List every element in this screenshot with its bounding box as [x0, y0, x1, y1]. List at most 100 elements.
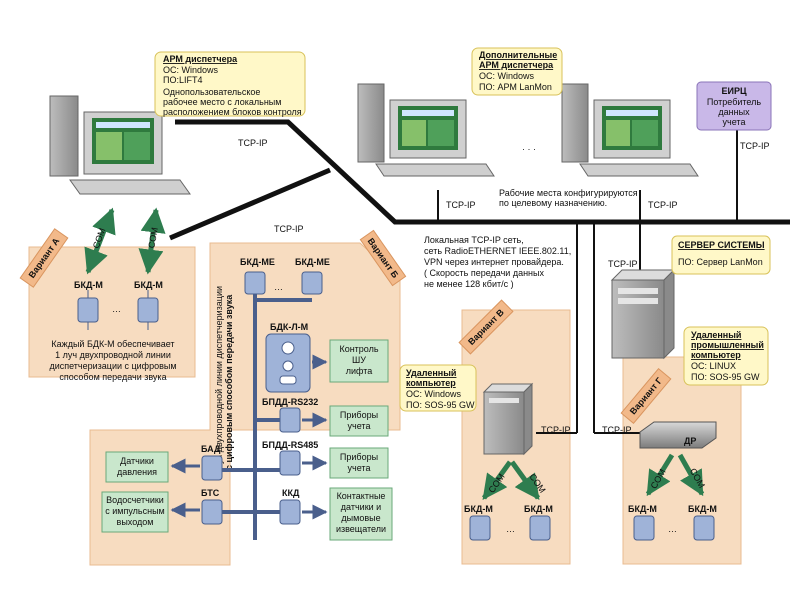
variant-a-bkdm-device-2	[137, 290, 159, 330]
svg-text:Приборы: Приборы	[340, 410, 378, 420]
svg-text:БПДД-RS232: БПДД-RS232	[262, 397, 318, 407]
variant-v-bkdm-device-2	[529, 515, 551, 541]
variant-a-description: Каждый БДК-М обеспечивает 1 луч двухпров…	[49, 339, 176, 382]
arm-dispatcher-desc-1: Однопользовательское	[163, 87, 260, 97]
dr-device: ДР	[639, 421, 717, 449]
variant-a-ellipsis: …	[112, 304, 121, 314]
bpdd-rs232-device	[279, 407, 301, 433]
svg-text:дымовые: дымовые	[341, 513, 380, 523]
remote-computer-note: Удаленный компьютер ОС: Windows ПО: SOS-…	[399, 364, 477, 412]
svg-text:промышленный: промышленный	[691, 340, 764, 350]
meters-box-1: Приборы учета	[329, 405, 389, 437]
dr-label: ДР	[684, 436, 696, 446]
svg-text:Приборы: Приборы	[340, 452, 378, 462]
variant-v-bkdm-device-1	[469, 515, 491, 541]
workplaces-note-1: Рабочие места конфигурируются	[499, 188, 638, 198]
server-note: СЕРВЕР СИСТЕМЫ ПО: Сервер LanMon	[671, 235, 771, 275]
svg-text:компьютер: компьютер	[691, 350, 741, 360]
svg-text:БКД-МЕ: БКД-МЕ	[240, 257, 275, 267]
svg-text:1 луч двухпроводной линии: 1 луч двухпроводной линии	[55, 350, 171, 360]
tcpip-label-4: TCP-IP	[648, 200, 678, 210]
additional-arm-title-2: АРМ диспетчера	[479, 60, 554, 70]
svg-text:Луч двухпроводной линии диспет: Луч двухпроводной линии диспетчеризации	[214, 286, 224, 470]
svg-text:лифта: лифта	[346, 366, 373, 376]
svg-text:БКД-МЕ: БКД-МЕ	[295, 257, 330, 267]
server-tower	[610, 268, 676, 360]
meters-box-2: Приборы учета	[329, 447, 389, 479]
additional-arm-os: ОС: Windows	[479, 71, 535, 81]
computer-additional-1	[357, 83, 495, 177]
svg-text:VPN через интернет провайдера.: VPN через интернет провайдера.	[424, 257, 564, 267]
svg-text:…: …	[274, 282, 283, 292]
bpdd-rs485-device	[279, 450, 301, 476]
svg-text:COM: COM	[146, 227, 159, 249]
svg-text:БКД-М: БКД-М	[464, 504, 493, 514]
arm-dispatcher-note: АРМ диспетчера ОС: Windows ПО:LIFT4 Одно…	[154, 51, 306, 117]
contact-sensors-box: Контактные датчики и дымовые извещатели	[329, 487, 393, 541]
svg-text:Локальная TCP-IP сеть,: Локальная TCP-IP сеть,	[424, 235, 524, 245]
svg-text:COM: COM	[91, 227, 108, 250]
arm-dispatcher-desc-3: расположением блоков контроля	[163, 107, 302, 117]
workplaces-note-2: по целевому назначению.	[499, 198, 607, 208]
svg-text:БКД-М: БКД-М	[524, 504, 553, 514]
variant-a-bkdm-device-1	[77, 290, 99, 330]
svg-text:( Скорость передачи данных: ( Скорость передачи данных	[424, 268, 544, 278]
arm-dispatcher-title: АРМ диспетчера	[163, 54, 238, 64]
svg-text:ШУ: ШУ	[352, 355, 366, 365]
variant-g-bkdm-device-1	[633, 515, 655, 541]
svg-text:БДК-Л-М: БДК-Л-М	[270, 322, 308, 332]
eirc-line-3: учета	[723, 117, 746, 127]
bkd-me-device-2	[301, 271, 323, 295]
svg-text:Контроль: Контроль	[339, 344, 378, 354]
svg-text:учета: учета	[348, 421, 371, 431]
additional-arm-note: Дополнительные АРМ диспетчера ОС: Window…	[471, 47, 563, 96]
svg-text:учета: учета	[348, 463, 371, 473]
bts-device	[201, 499, 223, 525]
server-title: СЕРВЕР СИСТЕМЫ	[678, 240, 765, 250]
svg-text:Датчики: Датчики	[120, 456, 154, 466]
arm-dispatcher-software: ПО:LIFT4	[163, 75, 202, 85]
svg-text:Удаленный: Удаленный	[406, 368, 456, 378]
arm-dispatcher-os: ОС: Windows	[163, 65, 219, 75]
kkd-device	[279, 499, 301, 525]
tcpip-label-8: TCP-IP	[602, 425, 632, 435]
svg-text:выходом: выходом	[117, 517, 154, 527]
bkd-me-device-1	[244, 271, 266, 295]
variant-a-bkdm-2: БКД-М	[134, 280, 163, 290]
tcpip-label-7: TCP-IP	[541, 425, 571, 435]
additional-arm-title-1: Дополнительные	[479, 50, 557, 60]
bad-device	[201, 455, 223, 481]
svg-text:диспетчеризации с цифровым: диспетчеризации с цифровым	[49, 361, 176, 371]
variant-g-bkdm-device-2	[693, 515, 715, 541]
variant-b-vertical-caption: Луч двухпроводной линии диспетчеризации …	[214, 286, 234, 470]
svg-text:Водосчетчики: Водосчетчики	[106, 495, 164, 505]
eirc-line-2: данных	[718, 107, 750, 117]
svg-text:БПДД-RS485: БПДД-RS485	[262, 440, 318, 450]
svg-text:датчики и: датчики и	[341, 502, 381, 512]
network-bus	[169, 119, 790, 434]
tcpip-label-3: TCP-IP	[446, 200, 476, 210]
svg-text:БАД: БАД	[201, 444, 221, 454]
arm-dispatcher-desc-2: рабочее место с локальным	[163, 97, 281, 107]
svg-text:извещатели: извещатели	[336, 524, 386, 534]
svg-text:с импульсным: с импульсным	[105, 506, 164, 516]
svg-text:ОС: Windows: ОС: Windows	[406, 389, 462, 399]
tcpip-label-2: TCP-IP	[274, 224, 304, 234]
pressure-box: Датчики давления	[105, 451, 169, 483]
svg-text:ОС: LINUX: ОС: LINUX	[691, 361, 736, 371]
svg-text:не менее 128 кбит/с ): не менее 128 кбит/с )	[424, 279, 514, 289]
svg-text:БТС: БТС	[201, 488, 220, 498]
svg-text:ПО: SOS-95 GW: ПО: SOS-95 GW	[406, 400, 475, 410]
tcpip-label-1: TCP-IP	[238, 138, 268, 148]
svg-text:ККД: ККД	[282, 488, 300, 498]
svg-text:с цифровым способом передачи з: с цифровым способом передачи звука	[224, 294, 234, 470]
svg-text:сеть RadioETHERNET IEEE.802.11: сеть RadioETHERNET IEEE.802.11,	[424, 246, 571, 256]
tcpip-label-5: TCP-IP	[740, 141, 770, 151]
remote-computer-tower	[482, 382, 534, 456]
svg-text:давления: давления	[117, 467, 157, 477]
eirc-line-1: Потребитель	[707, 97, 761, 107]
network-note: Локальная TCP-IP сеть, сеть RadioETHERNE…	[424, 235, 571, 289]
svg-text:…: …	[668, 524, 677, 534]
svg-text:ПО: SOS-95 GW: ПО: SOS-95 GW	[691, 372, 760, 382]
